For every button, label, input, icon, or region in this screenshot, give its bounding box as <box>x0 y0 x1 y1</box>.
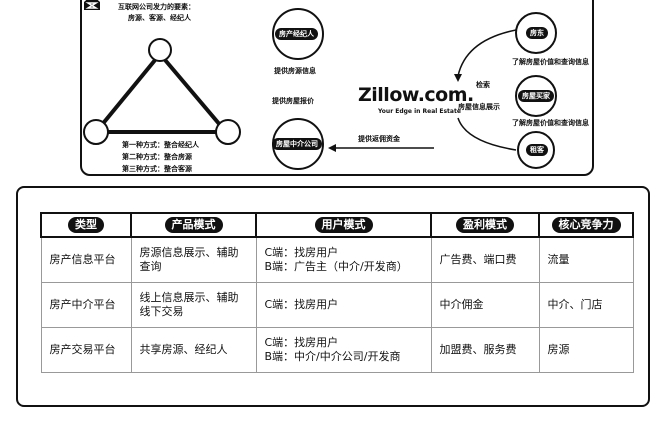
table-header-row: 类型 产品模式 用户模式 盈利模式 核心竞争力 <box>40 212 634 238</box>
triangle-mode-3: 第三种方式：整合客源 <box>122 165 192 173</box>
tenant-label: 租客 <box>526 144 548 156</box>
triangle-node-left <box>83 119 109 145</box>
buyer-label: 房屋买家 <box>518 90 554 102</box>
commission-arrow-label: 提供返佣资金 <box>358 135 400 143</box>
cell-users-line1: C端：找房用户 <box>264 245 339 259</box>
triangle-caption-1: 互联网公司发力的要素： <box>118 3 195 11</box>
cell-product: 线上信息展示、辅助线下交易 <box>130 281 257 328</box>
cell-type: 房产中介平台 <box>40 281 132 328</box>
triangle-edge-right <box>158 52 228 134</box>
triangle-mode-2: 第二种方式：整合房源 <box>122 153 192 161</box>
arrowhead-commission <box>328 144 336 152</box>
zillow-logo: Zillow.com. <box>358 84 474 106</box>
arrow-tenant-to-zillow <box>457 117 517 151</box>
cell-users: C端：找房用户 B端：广告主（中介/开发商） <box>255 236 432 283</box>
cell-users: C端：找房用户 B端：中介/中介公司/开发商 <box>255 326 432 373</box>
table-row: 房产中介平台 线上信息展示、辅助线下交易 C端：找房用户 中介佣金 中介、门店 <box>40 281 634 328</box>
search-arrow-label: 检索 <box>476 81 490 89</box>
triangle-node-top <box>148 38 172 62</box>
cell-users: C端：找房用户 <box>255 281 432 328</box>
cell-type: 房产信息平台 <box>40 236 132 283</box>
cell-users-line1: C端：找房用户 <box>264 297 339 311</box>
cell-profit: 加盟费、服务费 <box>430 326 540 373</box>
cell-product: 共享房源、经纪人 <box>130 326 257 373</box>
platform-comparison-table: 类型 产品模式 用户模式 盈利模式 核心竞争力 房产信息平台 房源信息展示、辅助… <box>40 212 634 373</box>
header-type: 类型 <box>40 212 132 238</box>
agent-label: 房产经纪人 <box>275 28 318 40</box>
zillow-tagline: Your Edge in Real Estate <box>378 108 461 115</box>
comparison-panel: 类型 产品模式 用户模式 盈利模式 核心竞争力 房产信息平台 房源信息展示、辅助… <box>16 186 650 407</box>
cell-users-line1: C端：找房用户 <box>264 335 339 349</box>
triangle-edge-left <box>94 52 162 134</box>
cell-core: 流量 <box>538 236 634 283</box>
agent-caption: 提供房源信息 <box>274 67 316 75</box>
zillow-house-icon <box>84 0 100 10</box>
table-row: 房产交易平台 共享房源、经纪人 C端：找房用户 B端：中介/中介公司/开发商 加… <box>40 326 634 373</box>
agency-label: 房屋中介公司 <box>272 138 322 150</box>
landlord-label: 房东 <box>526 27 548 39</box>
triangle-node-right <box>215 119 241 145</box>
header-core: 核心竞争力 <box>538 212 634 238</box>
arrow-landlord-to-zillow <box>457 29 517 77</box>
table-row: 房产信息平台 房源信息展示、辅助查询 C端：找房用户 B端：广告主（中介/开发商… <box>40 236 634 283</box>
triangle-mode-1: 第一种方式：整合经纪人 <box>122 141 199 149</box>
cell-core: 房源 <box>538 326 634 373</box>
listing-display-caption: 房屋信息展示 <box>458 103 500 111</box>
header-product: 产品模式 <box>130 212 257 238</box>
cell-product: 房源信息展示、辅助查询 <box>130 236 257 283</box>
header-users: 用户模式 <box>255 212 432 238</box>
cell-type: 房产交易平台 <box>40 326 132 373</box>
landlord-caption: 了解房屋价值和查询信息 <box>512 58 589 66</box>
cell-profit: 广告费、端口费 <box>430 236 540 283</box>
header-profit: 盈利模式 <box>430 212 540 238</box>
triangle-caption-2: 房源、客源、经纪人 <box>128 14 191 22</box>
cell-users-line2: B端：中介/中介公司/开发商 <box>264 349 401 363</box>
ecosystem-diagram: 互联网公司发力的要素： 房源、客源、经纪人 第一种方式：整合经纪人 第二种方式：… <box>80 0 594 176</box>
cell-profit: 中介佣金 <box>430 281 540 328</box>
arrowhead-landlord <box>454 74 462 82</box>
agency-caption: 提供房屋报价 <box>272 97 314 105</box>
cell-users-line2: B端：广告主（中介/开发商） <box>264 259 408 273</box>
buyer-caption: 了解房屋价值和查询信息 <box>512 119 589 127</box>
cell-core: 中介、门店 <box>538 281 634 328</box>
